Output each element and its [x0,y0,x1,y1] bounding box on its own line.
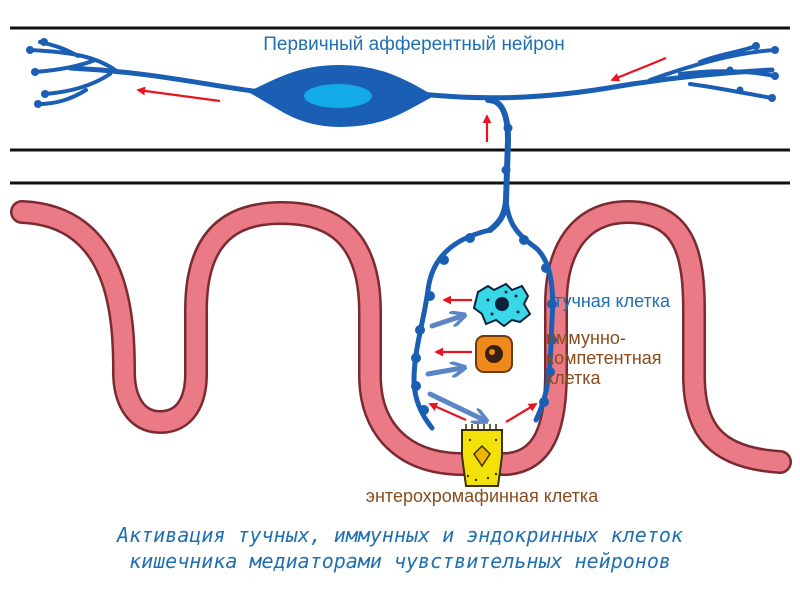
enterochromaffin-cell-label: энтерохромафинная клетка [366,486,599,506]
ec-cell-microvilli [465,424,497,430]
ec-cell-nucleus [473,444,491,468]
varicosity [439,255,449,265]
granule [516,310,520,314]
varicosity [425,291,435,301]
immune-cell-label-line2: компетентная [546,348,662,368]
red-arrow-right [610,56,667,82]
red-arrow-ec-right [505,403,538,423]
varicosity [752,42,760,50]
neuron-right-dendrites [648,44,777,100]
primary-afferent-neuron [26,38,779,431]
varicosity [547,335,557,345]
granule [466,474,470,478]
varicosity [547,299,557,309]
neuron-right-arc [503,197,556,423]
neuron-left-dendrites [28,40,117,106]
neuron-nucleus [304,84,372,108]
varicosity [771,72,779,80]
mucosa-band [12,202,790,474]
immune-cell-nucleolus [489,349,495,355]
granule [490,312,494,316]
neuron-left-arc [411,227,493,431]
blue-arrow-to-immune [425,368,462,374]
caption-line-1: Активация тучных, иммунных и эндокринных… [117,523,683,547]
varicosity [545,367,555,377]
varicosity [419,405,429,415]
tissue-layer-lines [10,26,790,185]
neuron-varicosities [26,38,779,415]
varicosity [31,68,39,76]
granule [474,478,478,482]
varicosity [768,94,776,102]
blue-arrow-to-ec [427,391,484,420]
varicosity [411,353,421,363]
varicosity [465,233,475,243]
granule [504,290,508,294]
varicosity [519,235,529,245]
varicosity [34,100,42,108]
varicosity [501,165,511,175]
varicosity [40,38,48,46]
immunocompetent-cell [475,335,513,373]
immune-cell-label-line3: клетка [546,368,602,388]
red-arrow-left [136,86,221,103]
granule [494,472,498,476]
mast-cell-label: тучная клетка [554,291,671,311]
activation-arrows-blue [425,316,484,420]
granule [468,438,472,442]
signal-arrows-red [136,56,667,423]
varicosity [726,66,734,74]
neuron-label: Первичный афферентный нейрон [263,34,565,55]
figure-caption: Активация тучных, иммунных и эндокринных… [0,522,800,574]
granule [486,476,490,480]
red-arrow-ec-left [428,402,467,422]
varicosity [415,325,425,335]
varicosity [26,46,34,54]
varicosity [541,263,551,273]
varicosity [539,397,549,407]
mast-cell [472,282,532,328]
enterochromaffin-cell [461,424,503,487]
varicosity [736,86,744,94]
mast-cell-granules [486,290,520,316]
caption-line-2: кишечника медиаторами чувствительных ней… [129,549,671,573]
granule [486,298,490,302]
mast-cell-nucleus [495,297,509,311]
varicosity [771,46,779,54]
varicosity [411,381,421,391]
granule [514,294,518,298]
intestinal-mucosa [10,200,792,476]
blue-arrow-to-mast [429,316,462,329]
mucosa-band-outline [10,200,792,476]
granule [494,438,498,442]
varicosity [41,90,49,98]
varicosity [503,123,513,133]
immune-cell-label-line1: иммунно- [546,328,626,348]
ec-cell-granules [466,438,498,482]
